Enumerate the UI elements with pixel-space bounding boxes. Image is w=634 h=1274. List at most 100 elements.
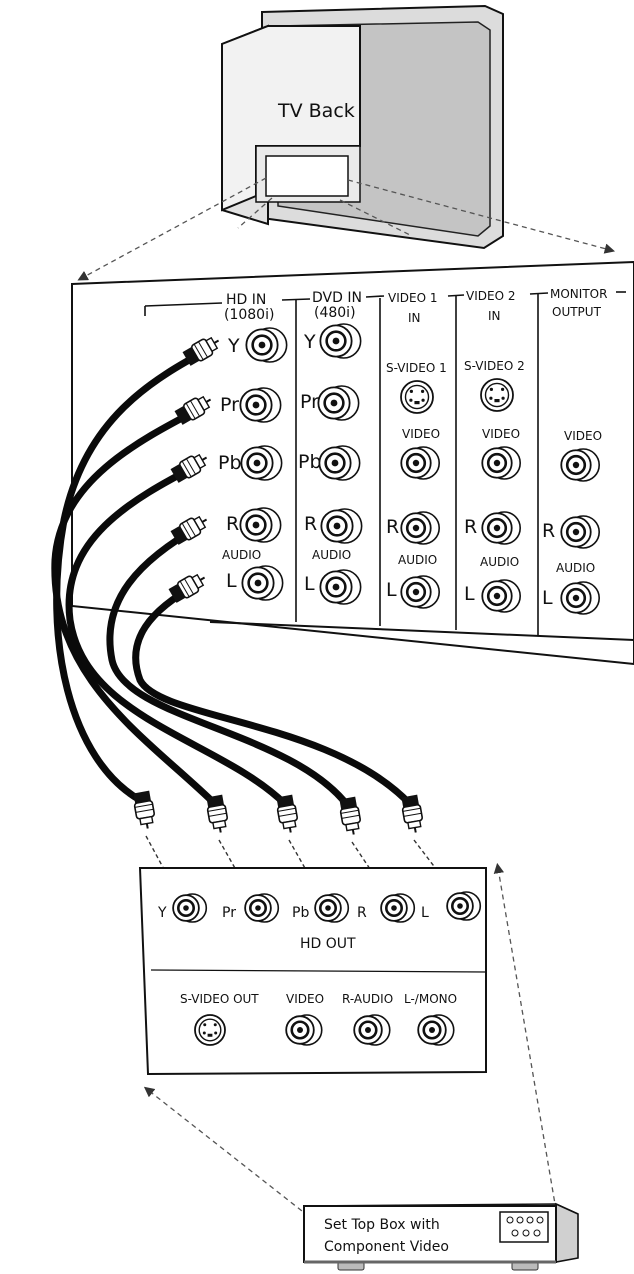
dvd-jack-label-pb: Pb [298, 451, 322, 473]
video2-l-jack [481, 579, 522, 613]
tv-projection-lines [77, 177, 616, 281]
stb-connector-block [499, 1211, 549, 1243]
dvd-in-jack-pb [318, 445, 361, 481]
stb-jack-label-pb: Pb [292, 905, 309, 921]
video2-r-jack [481, 511, 522, 545]
monitor-l-jack [560, 581, 601, 615]
stb-plug-pr [206, 794, 229, 833]
dvd-in-jack-y [319, 323, 362, 359]
stb-label-line1: Set Top Box with [324, 1217, 440, 1233]
monitor-output-sub: OUTPUT [552, 305, 602, 319]
hd-in-jack-pr [239, 387, 282, 423]
monitor-r-label: R [542, 520, 555, 542]
hd-out-label: HD OUT [300, 936, 356, 952]
dvd-jack-label-pr: Pr [300, 391, 319, 413]
stb-l-mono-label: L-/MONO [404, 992, 457, 1006]
stb-plug-y [133, 790, 156, 829]
dvd-jack-label-y: Y [303, 331, 316, 353]
cable-pb [65, 460, 289, 808]
video1-r-label: R [386, 516, 399, 538]
dvd-in-title: DVD IN [312, 290, 362, 306]
dvd-audio-label: AUDIO [312, 548, 351, 562]
stb-jack-label-y: Y [157, 905, 167, 921]
monitor-video-label: VIDEO [564, 429, 602, 443]
monitor-l-label: L [542, 587, 553, 609]
hd-out-jack-y [172, 893, 208, 923]
stb-panel-jacks [172, 891, 482, 1046]
dvd-in-jack-pr [317, 385, 360, 421]
stb-jack-label-l: L [421, 905, 429, 921]
tv-connector-area [265, 155, 349, 197]
dvd-jack-label-r: R [304, 513, 317, 535]
monitor-audio-label: AUDIO [556, 561, 595, 575]
hd-jack-label-l: L [226, 570, 237, 592]
video1-svideo-label: S-VIDEO 1 [386, 361, 447, 375]
dvd-in-sub: (480i) [314, 305, 356, 321]
hd-jack-label-pr: Pr [220, 394, 239, 416]
set-top-box: Set Top Box with Component Video [303, 1202, 579, 1271]
video1-l-jack [400, 575, 441, 609]
video2-in-sub: IN [488, 309, 501, 323]
hd-in-jack-r [239, 507, 282, 543]
stb-r-audio-jack [353, 1014, 391, 1046]
hd-in-jack-pb [240, 445, 283, 481]
tv-panel-jacks [239, 323, 601, 615]
video1-svideo-jack [400, 380, 434, 414]
hd-jack-label-pb: Pb [218, 452, 242, 474]
video1-r-jack [400, 511, 441, 545]
hd-audio-label: AUDIO [222, 548, 261, 562]
video2-r-label: R [464, 516, 477, 538]
stb-plug-l [401, 794, 424, 833]
hd-out-jack-pr [244, 893, 280, 923]
hd-in-sub: (1080i) [224, 307, 274, 323]
tv-back-label: TV Back [277, 100, 355, 122]
tv-plug-r [170, 515, 208, 545]
dvd-in-jack-l [319, 569, 362, 605]
video2-audio-label: AUDIO [480, 555, 519, 569]
video1-l-label: L [386, 579, 397, 601]
video2-svideo-label: S-VIDEO 2 [464, 359, 525, 373]
video1-video-jack [400, 446, 441, 480]
hd-in-jack-y [245, 327, 288, 363]
dvd-in-jack-r [320, 508, 363, 544]
hd-jack-label-r: R [226, 513, 239, 535]
stb-video-label: VIDEO [286, 992, 324, 1006]
tv-plug-y [182, 336, 220, 366]
video1-in-sub: IN [408, 311, 421, 325]
stb-projection-lines [143, 862, 557, 1223]
hd-jack-label-y: Y [227, 335, 240, 357]
video2-in-title: VIDEO 2 [466, 289, 515, 303]
svideo-out-jack [194, 1014, 226, 1046]
video2-l-label: L [464, 583, 475, 605]
hd-out-jack-r [380, 893, 416, 923]
tv-plug-pb [170, 453, 208, 483]
cable-l [132, 580, 414, 808]
dvd-jack-label-l: L [304, 573, 315, 595]
hd-out-jack-pb [314, 893, 350, 923]
stb-jack-label-r: R [357, 905, 367, 921]
video2-video-jack [481, 446, 522, 480]
video2-video-label: VIDEO [482, 427, 520, 441]
monitor-video-jack [560, 448, 601, 482]
stb-video-jack [285, 1014, 323, 1046]
video1-audio-label: AUDIO [398, 553, 437, 567]
stb-jack-label-pr: Pr [222, 905, 236, 921]
stb-r-audio-label: R-AUDIO [342, 992, 393, 1006]
cable-r [106, 522, 352, 810]
stb-l-mono-jack [417, 1014, 455, 1046]
hd-in-jack-l [241, 565, 284, 601]
cable-pr [51, 402, 219, 808]
monitor-r-jack [560, 515, 601, 549]
hd-in-title: HD IN [226, 292, 266, 308]
svideo-out-label: S-VIDEO OUT [180, 992, 259, 1006]
video1-in-title: VIDEO 1 [388, 291, 437, 305]
tv-plug-l [168, 573, 206, 603]
monitor-output-title: MONITOR [550, 287, 607, 301]
hd-out-jack-l [446, 891, 482, 921]
tv-plug-pr [174, 395, 212, 425]
video1-video-label: VIDEO [402, 427, 440, 441]
video2-svideo-jack [480, 378, 514, 412]
stb-label-line2: Component Video [324, 1239, 449, 1255]
stb-plug-r [339, 796, 362, 835]
